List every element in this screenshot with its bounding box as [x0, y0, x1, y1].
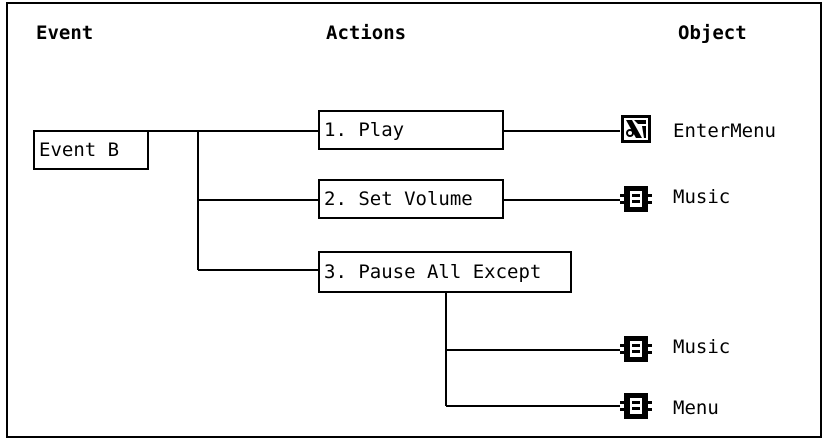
object-label-music: Music — [673, 186, 731, 208]
event-label: Event B — [39, 138, 120, 161]
action-box-play: 1. Play — [318, 110, 504, 150]
object-label-menu: Menu — [673, 397, 719, 419]
action-label: 1. Play — [324, 118, 405, 141]
action-label: 3. Pause All Except — [324, 260, 542, 283]
header-object: Object — [678, 22, 747, 44]
object-label-music: Music — [673, 336, 731, 358]
audio-bus-icon — [620, 336, 652, 362]
header-actions: Actions — [326, 22, 407, 44]
sound-object-icon — [621, 115, 651, 143]
audio-bus-icon — [620, 393, 652, 419]
object-label-entermenu: EnterMenu — [673, 120, 776, 142]
diagram-frame — [6, 2, 822, 438]
header-event: Event — [36, 22, 94, 44]
action-box-pause-all-except: 3. Pause All Except — [318, 251, 572, 293]
action-box-set-volume: 2. Set Volume — [318, 179, 504, 219]
event-box: Event B — [33, 130, 149, 170]
audio-bus-icon — [620, 186, 652, 212]
action-label: 2. Set Volume — [324, 187, 473, 210]
